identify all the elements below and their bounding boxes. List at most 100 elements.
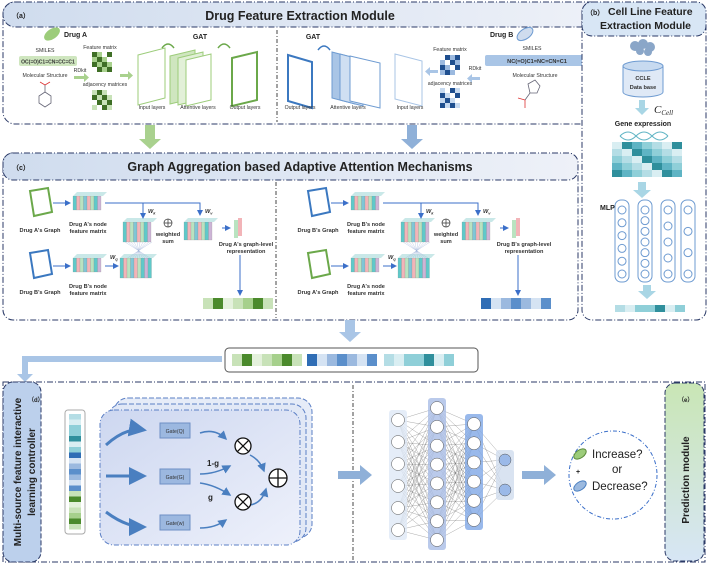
feature-slice: [136, 221, 141, 243]
matrix-cell: [107, 57, 112, 62]
feature-slice: [83, 195, 88, 211]
vector-cell: [69, 419, 81, 425]
feature-slice: [97, 195, 102, 211]
feature-slice: [72, 195, 77, 211]
drug-a-name: Drug A: [64, 32, 87, 39]
feature-slice: [76, 257, 81, 273]
matrix-cell: [450, 65, 455, 70]
vector-cell: [444, 354, 454, 366]
graph-level-vector-cell: [243, 298, 253, 309]
dna-icon: [619, 131, 669, 141]
drug-b-smiles: NC(=O)C1=NC=CN=C1: [507, 59, 567, 65]
feature-matrix-grid: [440, 55, 460, 75]
neuron: [467, 513, 481, 527]
w-subscript: q: [393, 257, 396, 262]
neuron: [640, 258, 650, 268]
adjacency-label: adjacency matrices: [428, 81, 473, 87]
feature-slice: [486, 221, 491, 241]
feature-slice: [83, 257, 88, 273]
adjacency-label: adjacency matrices: [83, 82, 128, 88]
feature-slice: [144, 257, 149, 279]
heatmap-cell: [622, 149, 632, 156]
matrix-cell: [440, 103, 445, 108]
feature-slice: [133, 257, 138, 279]
panel-b-label: （b）: [586, 9, 604, 17]
vector-cell: [317, 354, 327, 366]
add-icon-cross: [442, 219, 450, 227]
neuron: [430, 401, 444, 415]
label: Drug B's node: [347, 222, 385, 228]
panel-a-title: Drug Feature Extraction Module: [205, 9, 395, 23]
feature-slice: [368, 257, 373, 273]
graph-icon: [28, 186, 54, 218]
matrix-cell: [440, 55, 445, 60]
feature-slice: [418, 257, 423, 279]
gate-w: Gate(w): [159, 514, 191, 531]
vector-cell: [69, 425, 81, 431]
feature-slice: [422, 257, 427, 279]
graph-level-vector-cell: [491, 298, 501, 309]
panel-e-title: Prediction module: [681, 436, 692, 524]
adjacency-matrix-grid: [92, 90, 112, 110]
feature-slice: [147, 221, 152, 243]
heatmap-cell: [672, 170, 682, 177]
neuron: [467, 417, 481, 431]
pill-icon: [516, 26, 534, 42]
vector-cell: [69, 463, 81, 469]
heatmap-cell: [632, 142, 642, 149]
graph-level-vector-cell: [511, 298, 521, 309]
attention-line: [127, 241, 148, 259]
feature-slice: [361, 257, 366, 273]
neuron: [640, 205, 650, 215]
vector-cell: [69, 513, 81, 519]
heatmap-cell: [642, 142, 652, 149]
multiply-icon: [234, 437, 252, 455]
matrix-cell: [92, 105, 97, 110]
graph-level-vector-cell: [223, 298, 233, 309]
feature-slice: [371, 257, 376, 273]
matrix-cell: [455, 88, 460, 93]
neuron: [683, 226, 693, 236]
mlp-layer: [680, 199, 696, 283]
feature-slice: [425, 221, 430, 243]
matrix-cell: [97, 100, 102, 105]
matrix-cell: [92, 100, 97, 105]
graph-level-vector-cell: [521, 298, 531, 309]
gate-g: Gate(G): [159, 468, 191, 485]
label: Drug B's Graph: [297, 228, 339, 234]
vector-cell: [282, 354, 292, 366]
feature-top: [351, 254, 385, 258]
neuron: [683, 248, 693, 258]
vector-cell: [665, 305, 675, 312]
feature-slice: [468, 221, 473, 241]
feature-slice: [375, 195, 380, 211]
heatmap-cell: [662, 163, 672, 170]
attention-line: [132, 241, 147, 259]
feature-slice: [364, 195, 369, 211]
graph-level-vector-cell: [213, 298, 223, 309]
vector-cell: [69, 507, 81, 513]
feature-slice: [479, 221, 484, 241]
feature-slice: [350, 195, 355, 211]
feature-slice: [421, 221, 426, 243]
neuron: [498, 483, 512, 497]
feature-top: [184, 218, 218, 222]
down-arrow: [339, 320, 361, 342]
feature-slice: [79, 257, 84, 273]
vector-cell: [414, 354, 424, 366]
feature-slice: [361, 195, 366, 211]
feature-top: [462, 218, 496, 222]
pill-icon: [573, 480, 587, 492]
layer-label: Input layers: [139, 105, 166, 111]
matrix-cell: [97, 105, 102, 110]
attention-line: [124, 241, 151, 259]
matrix-cell: [445, 70, 450, 75]
layer-label: Input layers: [397, 105, 424, 111]
feature-slice: [400, 221, 405, 243]
matrix-cell: [455, 70, 460, 75]
nn-layer: [465, 414, 483, 530]
label: feature matrix: [70, 229, 108, 235]
feature-slice: [126, 257, 131, 279]
neuron: [617, 205, 627, 215]
plus-label: +: [576, 469, 580, 476]
